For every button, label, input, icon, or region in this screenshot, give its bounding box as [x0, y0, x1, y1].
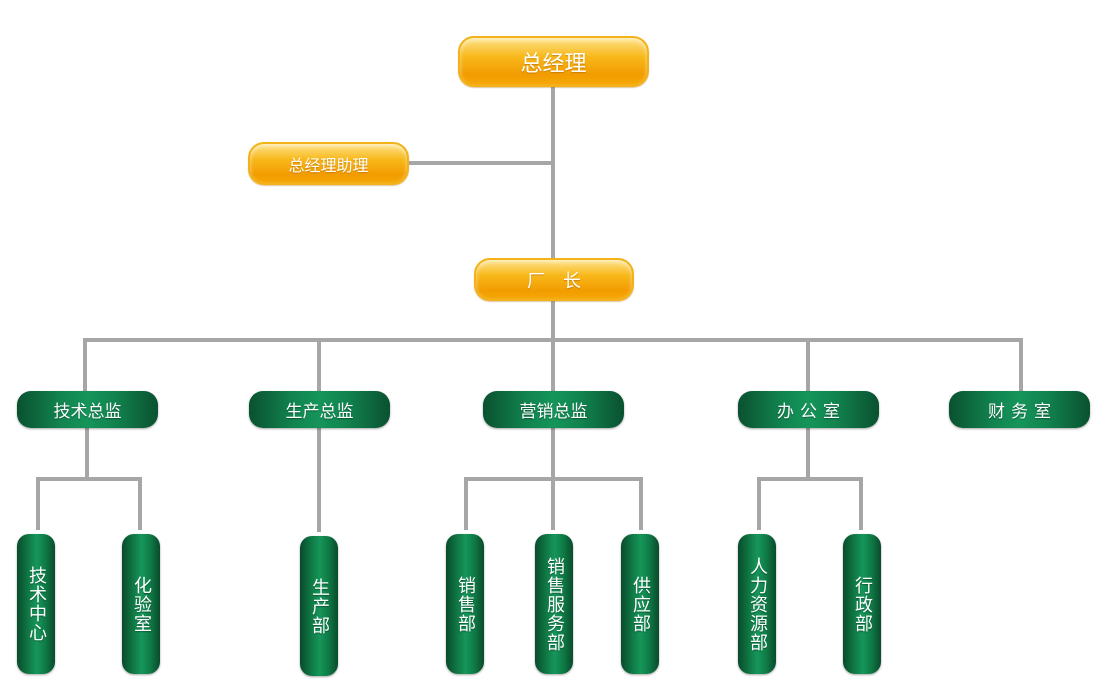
hr-dept-node: 人力资源部 [738, 534, 776, 674]
general-manager-node: 总经理 [458, 36, 649, 87]
lab-node: 化验室 [122, 534, 160, 674]
sales-dept-node: 销售部 [446, 534, 484, 674]
admin-dept-node: 行政部 [843, 534, 881, 674]
office-node: 办公室 [738, 391, 879, 428]
production-dept-node: 生产部 [300, 536, 338, 676]
production-director-node: 生产总监 [249, 391, 390, 428]
tech-director-node: 技术总监 [17, 391, 158, 428]
sales-service-dept-node: 销售服务部 [535, 534, 573, 674]
finance-office-node: 财务室 [949, 391, 1090, 428]
factory-director-node: 厂长 [474, 258, 634, 301]
gm-assistant-node: 总经理助理 [248, 142, 409, 185]
supply-dept-node: 供应部 [621, 534, 659, 674]
tech-center-node: 技术中心 [17, 534, 55, 674]
marketing-director-node: 营销总监 [483, 391, 624, 428]
